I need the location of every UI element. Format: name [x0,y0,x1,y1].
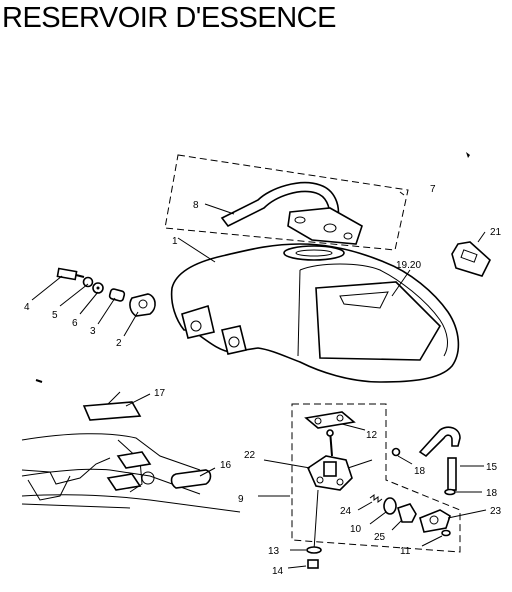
label-13: 13 [268,546,280,557]
label-5: 5 [52,310,58,321]
label-24: 24 [340,506,352,517]
part-12-gasket [304,411,366,431]
label-25: 25 [374,532,386,543]
part-24-spring [357,494,383,511]
label-6: 6 [72,318,78,329]
part-13-washer [290,546,322,554]
label-11: 11 [400,546,411,557]
part-18-clip-a [391,447,413,465]
page-title: RESERVOIR D'ESSENCE [2,2,336,34]
label-22: 22 [244,450,256,461]
label-1: 1 [172,236,178,247]
part-10-washer [369,497,397,525]
part-16-pad [170,467,216,489]
label-21: 21 [490,227,502,238]
label-23: 23 [490,506,502,517]
label-15: 15 [486,462,498,473]
label-8: 8 [193,200,199,211]
label-2: 2 [116,338,122,349]
label-18a: 18 [414,466,426,477]
part-15-hose [418,426,484,491]
label-18b: 18 [486,488,498,499]
part-22-petcock [263,429,373,551]
part-21-bracket [451,152,491,277]
part-1-fuel-tank [170,237,460,383]
part-18-clip-b [444,488,482,496]
part-17-pad [82,393,151,421]
frame-section-sketch [21,379,241,513]
fuel-cap-plate [287,207,363,245]
label-4: 4 [24,302,30,313]
label-10: 10 [350,524,362,535]
cap-assembly-box [164,154,409,251]
part-14-bolt [287,559,319,569]
part-11-screw [421,529,451,547]
label-17: 17 [154,388,166,399]
part-23-plate [419,509,487,533]
petcock-assembly-box [258,403,461,553]
part-25-knob [391,503,417,531]
label-3: 3 [90,326,96,337]
mounting-hardware-stack [31,267,156,337]
label-7: 7 [430,184,436,195]
label-19-20: 19.20 [396,260,421,271]
label-14: 14 [272,566,284,577]
label-9: 9 [238,494,244,505]
label-12: 12 [366,430,378,441]
label-16: 16 [220,460,232,471]
